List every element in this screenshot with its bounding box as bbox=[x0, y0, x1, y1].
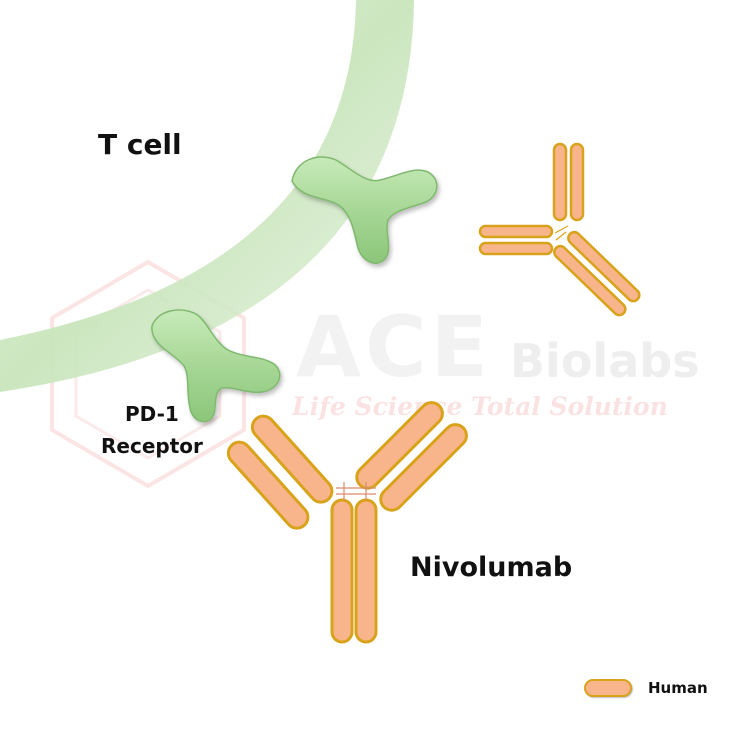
legend: Human bbox=[584, 676, 708, 700]
t-cell-label: T cell bbox=[98, 128, 182, 161]
pd1-receptor-upper bbox=[291, 156, 438, 264]
antibody-nivolumab bbox=[226, 401, 468, 644]
nivolumab-label: Nivolumab bbox=[410, 552, 573, 583]
pd1-label-line1: PD-1 bbox=[125, 402, 179, 426]
pd1-label-line2: Receptor bbox=[101, 434, 203, 458]
legend-swatch-human bbox=[584, 679, 632, 697]
pd1-receptor-label: PD-1 Receptor bbox=[101, 398, 203, 462]
watermark-brand-suffix: Biolabs bbox=[510, 334, 700, 388]
watermark-brand: ACE bbox=[296, 298, 493, 396]
pd1-receptor-lower bbox=[151, 309, 281, 423]
legend-label-human: Human bbox=[648, 679, 708, 697]
antibody-small bbox=[478, 142, 641, 317]
watermark-tagline: Life Science Total Solution bbox=[292, 392, 668, 421]
